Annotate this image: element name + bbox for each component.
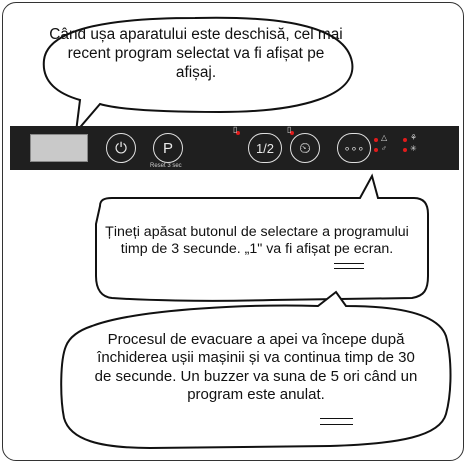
bottom-bubble-text: Procesul de evacuare a apei va începe du… bbox=[94, 331, 418, 403]
half-load-button[interactable]: 1/2 bbox=[248, 133, 282, 163]
bottom-bubble bbox=[60, 290, 452, 450]
rinse-icon: ♂ bbox=[381, 144, 387, 153]
salt-led bbox=[374, 138, 378, 142]
dots-icon: ∘∘∘ bbox=[343, 142, 365, 155]
program-label: P bbox=[162, 139, 173, 157]
rinse-led bbox=[374, 148, 378, 152]
bottom-equals-mark bbox=[320, 418, 353, 425]
display-screen bbox=[30, 134, 88, 162]
middle-equals-mark bbox=[334, 263, 364, 269]
middle-bubble-text: Țineți apăsat butonul de selectare a pro… bbox=[105, 224, 409, 258]
sparkle-icon: ✳ bbox=[410, 144, 417, 153]
clock-icon: ⏲ bbox=[299, 139, 311, 157]
power-button[interactable]: ⏻ bbox=[106, 133, 136, 163]
power-icon: ⏻ bbox=[115, 139, 127, 157]
program-button[interactable]: P bbox=[153, 133, 183, 163]
salt-icon: △ bbox=[381, 133, 388, 142]
delay-led bbox=[290, 131, 294, 135]
faucet-led bbox=[403, 138, 407, 142]
delay-indicator-icon: ▯ bbox=[287, 125, 292, 134]
top-bubble bbox=[42, 16, 354, 136]
delay-timer-button[interactable]: ⏲ bbox=[290, 133, 320, 163]
options-button[interactable]: ∘∘∘ bbox=[337, 133, 371, 163]
half-load-led bbox=[236, 131, 240, 135]
end-led bbox=[403, 148, 407, 152]
half-load-indicator-icon: ▯ bbox=[233, 125, 238, 134]
figure-frame bbox=[2, 2, 464, 461]
faucet-icon: ⚘ bbox=[410, 133, 418, 142]
middle-bubble bbox=[95, 173, 429, 302]
half-load-label: 1/2 bbox=[255, 140, 275, 156]
program-reset-caption: Reset 3 sec bbox=[150, 163, 182, 169]
top-bubble-text: Când ușa aparatului este deschisă, cel m… bbox=[49, 26, 343, 81]
control-panel: ⏻ P Reset 3 sec ▯ 1/2 ▯ ⏲ ∘∘∘ △ ♂ ⚘ ✳ bbox=[10, 126, 459, 170]
